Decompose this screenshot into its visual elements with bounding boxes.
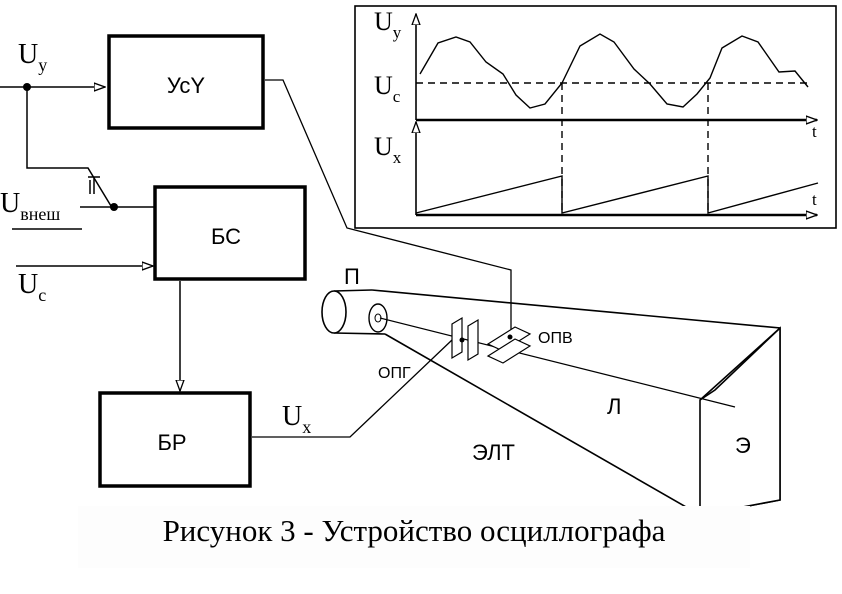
uc-label: Uc bbox=[18, 269, 46, 305]
inset-time-label-bottom: t bbox=[812, 190, 817, 209]
inset-ux-label: Ux bbox=[374, 132, 402, 167]
sync-block-label: БС bbox=[211, 224, 241, 249]
electron-gun bbox=[368, 303, 388, 333]
ux-output-line bbox=[252, 339, 453, 438]
waveform-panel bbox=[354, 5, 837, 229]
ux-label: Ux bbox=[282, 401, 311, 437]
sweep-block-label: БР bbox=[157, 430, 186, 455]
beam-label: Л bbox=[607, 394, 621, 419]
screen-label: Э bbox=[735, 433, 751, 458]
horizontal-plate-right bbox=[467, 318, 479, 362]
vertical-plate-terminal bbox=[507, 334, 513, 340]
horizontal-plate-left bbox=[451, 316, 463, 360]
uy-sync-branch bbox=[26, 87, 112, 207]
vertical-plates-label: ОПВ bbox=[538, 330, 573, 347]
uy-waveform bbox=[419, 33, 809, 109]
ux-sawtooth bbox=[415, 175, 819, 214]
horizontal-plates-label: ОПГ bbox=[378, 365, 411, 382]
inset-time-label-top: t bbox=[812, 122, 817, 141]
crt-neck-end bbox=[321, 290, 347, 334]
amplifier-y-block bbox=[107, 34, 265, 130]
electron-beam bbox=[379, 317, 736, 408]
gun-label: П bbox=[344, 264, 360, 289]
crt-screen bbox=[699, 326, 781, 516]
uy-label: Uy bbox=[18, 39, 47, 75]
inset-uc-label: Uc bbox=[374, 71, 401, 106]
crt-screen-edge bbox=[699, 327, 781, 401]
horizontal-plate-terminal bbox=[459, 337, 465, 343]
inset-uy-label: Uy bbox=[374, 7, 402, 42]
crt-neck bbox=[333, 289, 386, 335]
figure-caption: Рисунок 3 - Устройство осциллографа bbox=[78, 506, 750, 568]
sync-block bbox=[153, 185, 307, 281]
uext-label: Uвнеш bbox=[0, 188, 60, 224]
amplifier-output-line bbox=[265, 79, 512, 336]
sweep-block bbox=[98, 391, 252, 488]
vertical-plate-bottom bbox=[486, 338, 532, 364]
amplifier-y-label: УсY bbox=[167, 73, 206, 98]
crt-label: ЭЛТ bbox=[472, 440, 515, 465]
